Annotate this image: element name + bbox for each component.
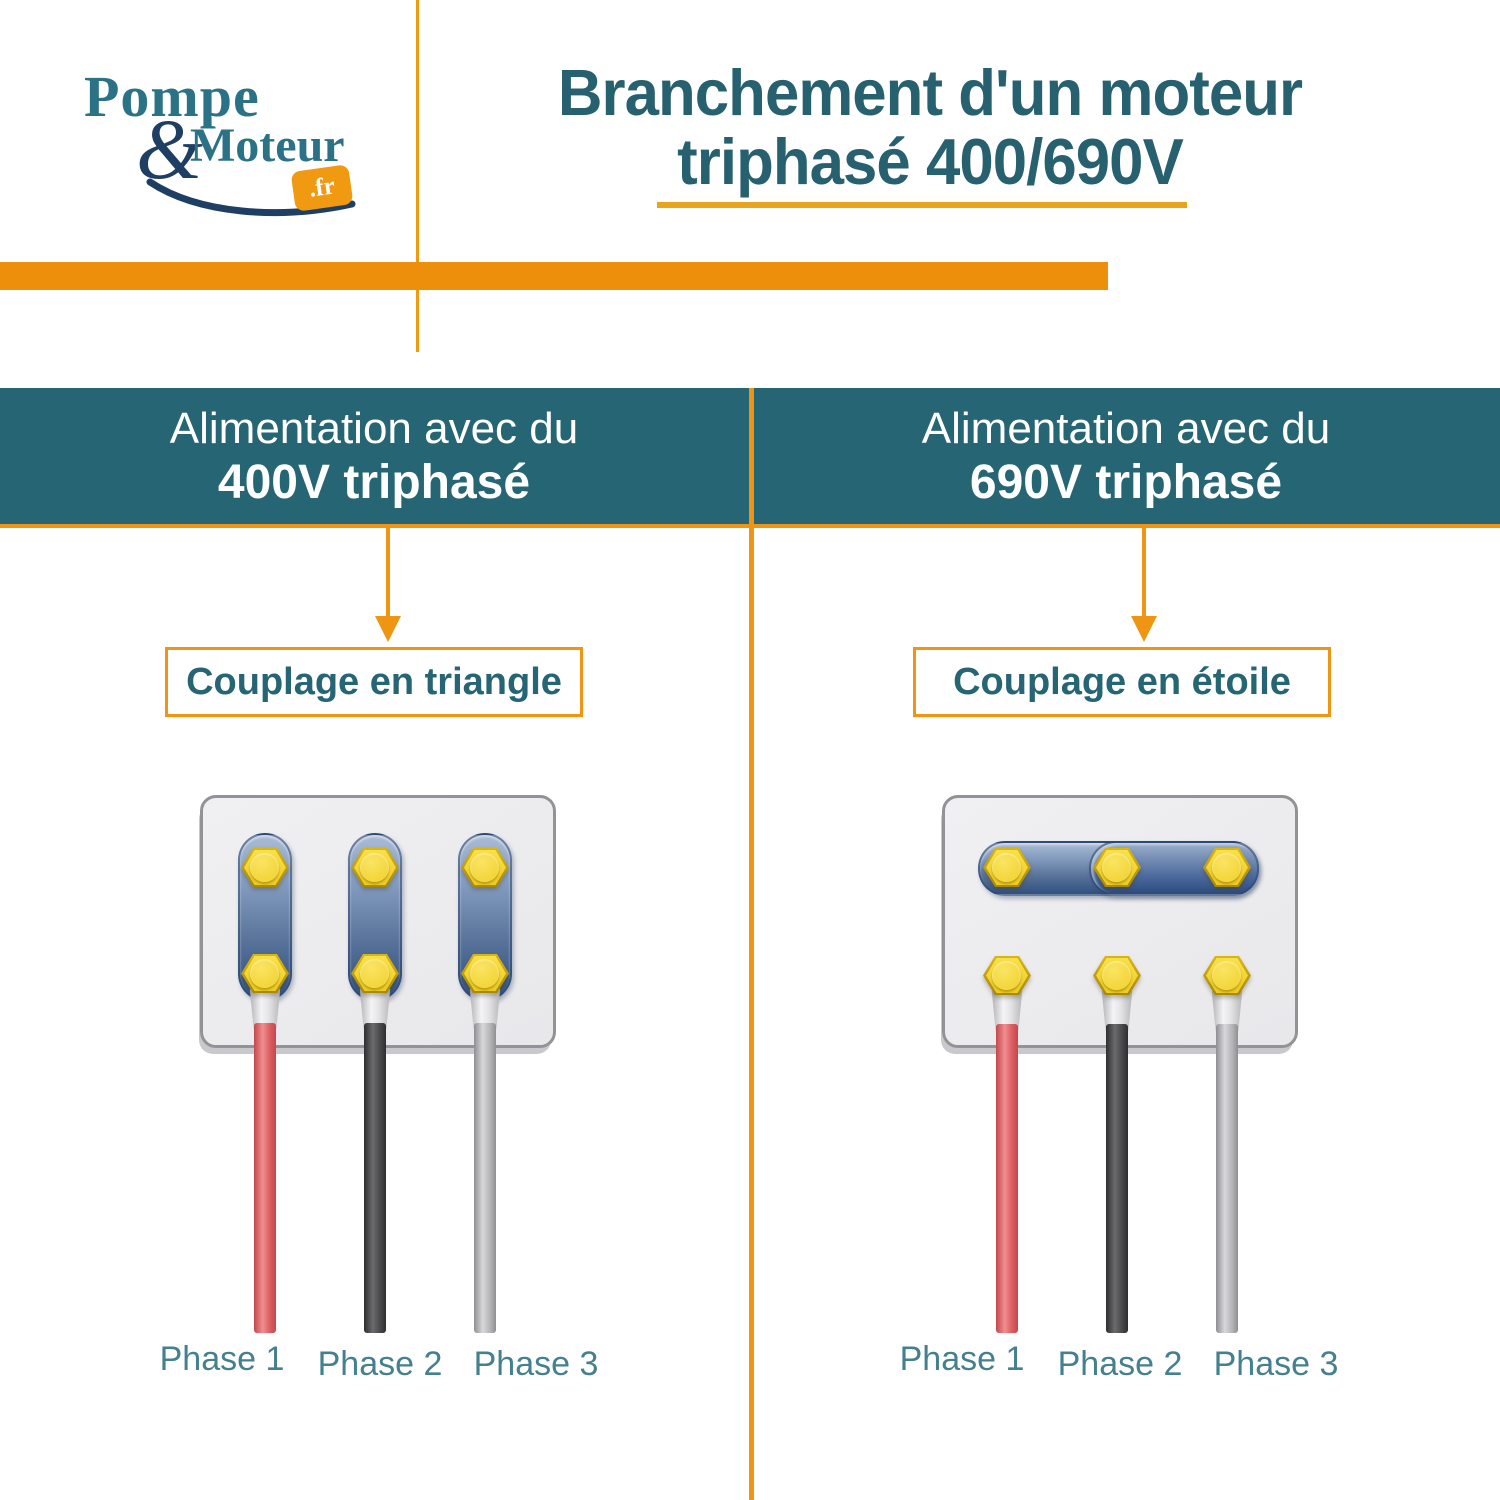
title-underline bbox=[657, 202, 1187, 208]
hex-nut-icon bbox=[461, 848, 509, 887]
accent-bar bbox=[0, 262, 1108, 290]
logo-fr-badge: .fr bbox=[290, 164, 354, 212]
top-vertical-line bbox=[416, 0, 419, 352]
coupling-label-triangle-text: Couplage en triangle bbox=[186, 660, 562, 703]
hex-nut-icon bbox=[241, 954, 289, 993]
hex-nut-icon bbox=[1093, 848, 1141, 887]
wire-ferrule-icon bbox=[249, 989, 281, 1029]
hex-nut-icon bbox=[983, 848, 1031, 887]
phase-label: Phase 1 bbox=[159, 1340, 285, 1378]
wire-phase3-gray bbox=[474, 1023, 496, 1333]
logo-word-moteur: Moteur bbox=[190, 119, 345, 172]
down-arrow-right-head bbox=[1131, 616, 1157, 642]
hex-nut-icon bbox=[1093, 956, 1141, 995]
page-title-line2: triphasé 400/690V bbox=[677, 125, 1184, 198]
down-arrow-left-stem bbox=[386, 528, 390, 616]
coupling-label-triangle: Couplage en triangle bbox=[165, 647, 583, 717]
supply-header-690v-line2: 690V triphasé bbox=[969, 455, 1283, 509]
hex-nut-icon bbox=[241, 848, 289, 887]
hex-nut-icon bbox=[351, 848, 399, 887]
wire-phase2-dark bbox=[1106, 1024, 1128, 1333]
supply-header-400v-line1: Alimentation avec du bbox=[169, 403, 579, 453]
hex-nut-icon bbox=[461, 954, 509, 993]
down-arrow-left-head bbox=[375, 616, 401, 642]
phase-label: Phase 2 bbox=[1057, 1345, 1183, 1383]
page-title: Branchement d'un moteur triphasé 400/690… bbox=[530, 58, 1330, 196]
hex-nut-icon bbox=[1203, 848, 1251, 887]
supply-header-400v-line2: 400V triphasé bbox=[217, 455, 531, 509]
phase-label: Phase 3 bbox=[473, 1345, 599, 1383]
hex-nut-icon bbox=[983, 956, 1031, 995]
column-divider-line bbox=[749, 388, 754, 1500]
hex-nut-icon bbox=[351, 954, 399, 993]
phase-label: Phase 2 bbox=[317, 1345, 443, 1383]
page-title-line1: Branchement d'un moteur bbox=[557, 56, 1303, 129]
brand-logo: Pompe & Moteur .fr bbox=[80, 58, 420, 228]
coupling-label-etoile: Couplage en étoile bbox=[913, 647, 1331, 717]
logo-ampersand: & bbox=[136, 101, 203, 197]
wire-phase3-gray bbox=[1216, 1024, 1238, 1333]
phase-label: Phase 3 bbox=[1213, 1345, 1339, 1383]
logo-swoosh bbox=[146, 178, 356, 217]
coupling-label-etoile-text: Couplage en étoile bbox=[953, 660, 1291, 703]
wire-phase1-red bbox=[996, 1024, 1018, 1333]
supply-header-400v: Alimentation avec du 400V triphasé bbox=[0, 388, 748, 524]
wire-phase1-red bbox=[254, 1023, 276, 1333]
wire-ferrule-icon bbox=[469, 989, 501, 1029]
supply-header-690v-line1: Alimentation avec du bbox=[921, 403, 1331, 453]
down-arrow-right-stem bbox=[1142, 528, 1146, 616]
logo-word-pompe: Pompe bbox=[84, 64, 260, 129]
hex-nut-icon bbox=[1203, 956, 1251, 995]
wire-ferrule-icon bbox=[359, 989, 391, 1029]
phase-label: Phase 1 bbox=[899, 1340, 1025, 1378]
supply-header-690v: Alimentation avec du 690V triphasé bbox=[752, 388, 1500, 524]
wire-phase2-dark bbox=[364, 1023, 386, 1333]
